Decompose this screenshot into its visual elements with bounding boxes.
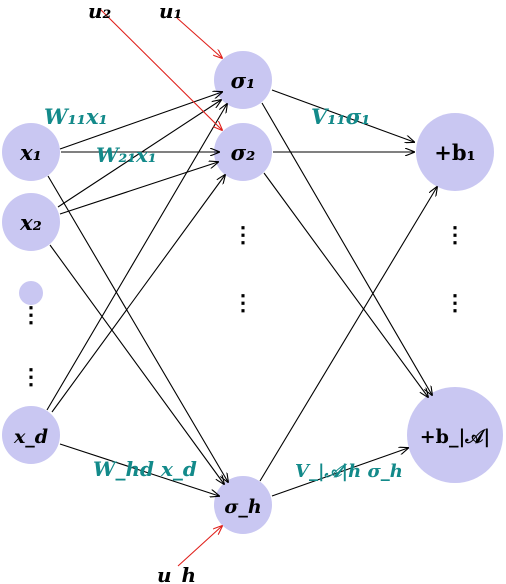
edge-sigmah-b1	[259, 187, 437, 482]
edge-sigma1-b1	[271, 89, 414, 142]
hidden-node-sigma2	[214, 123, 272, 181]
label-sigma1: σ₁	[231, 68, 256, 93]
output-node-b1	[416, 113, 494, 191]
edge-sigma1-bA	[261, 102, 432, 395]
hidden-node-sigmah	[214, 476, 272, 534]
input-node-x2	[2, 193, 60, 251]
weight-label-w21: W₂₁x₁	[96, 143, 157, 167]
label-xd: x_d	[13, 426, 48, 448]
edge-xd-sigma2	[51, 175, 225, 413]
label-u2: u₂	[88, 0, 112, 23]
label-uh: u_h	[157, 563, 196, 584]
label-bA: +b_|𝒜|	[420, 426, 491, 448]
input-node-xd	[2, 406, 60, 464]
label-u1: u₁	[159, 0, 182, 23]
edge-x2-sigmah	[49, 244, 224, 484]
input-node-x1	[2, 123, 60, 181]
label-x2: x₂	[19, 210, 42, 235]
hidden-node-sigma1	[214, 51, 272, 109]
edge-u2-sigma2	[99, 8, 222, 130]
input-node-small	[19, 281, 43, 305]
ellipsis-hidden-upper: ⋮	[232, 222, 254, 248]
ellipsis-hidden-lower: ⋮	[232, 290, 254, 316]
weight-label-v11: V₁₁σ₁	[311, 104, 370, 129]
ellipsis-outputs-lower: ⋮	[444, 290, 466, 316]
label-x1: x₁	[19, 140, 42, 165]
ellipsis-inputs-lower: ⋮	[20, 364, 42, 390]
ellipsis-inputs-upper: ⋮	[20, 302, 42, 328]
output-node-bA	[407, 387, 503, 483]
edge-x1-sigma1	[59, 92, 222, 150]
edge-u1-sigma1	[176, 17, 222, 58]
ellipsis-outputs-upper: ⋮	[444, 222, 466, 248]
weight-label-whd: W_hd x_d	[93, 457, 197, 481]
weight-label-vah: V_|𝒜|h σ_h	[295, 461, 403, 482]
label-b1: +b₁	[434, 140, 475, 165]
edge-sigma2-bA	[263, 172, 428, 397]
label-sigma2: σ₂	[231, 140, 256, 165]
edge-sigmah-bA	[271, 448, 408, 497]
edge-uh-sigmah	[177, 526, 222, 567]
weight-label-w11: W₁₁x₁	[44, 104, 108, 129]
edge-x2-sigma1	[57, 100, 221, 208]
edge-xd-sigma1	[46, 104, 227, 411]
edge-xd-sigmah	[59, 443, 219, 496]
edge-x1-sigmah	[47, 175, 228, 482]
label-sigmah: σ_h	[224, 496, 261, 518]
edge-x2-sigma2	[59, 162, 218, 215]
